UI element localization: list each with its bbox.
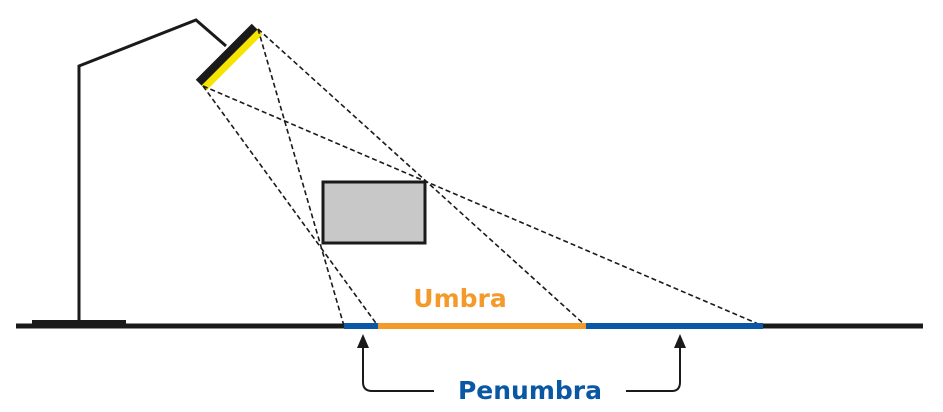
penumbra-label: Penumbra	[458, 376, 602, 405]
umbra-label: Umbra	[413, 284, 506, 313]
ray-top-to-umbra-left	[257, 28, 345, 327]
bracket-right	[626, 344, 681, 392]
arrow-up-icon	[357, 334, 369, 348]
light-source	[195, 23, 263, 91]
ray-bottom-to-umbra-right	[202, 85, 764, 327]
bracket-left	[362, 344, 434, 392]
light-rays	[202, 28, 764, 327]
ray-bottom-to-penumbra-left	[202, 85, 379, 327]
lamp-arm	[77, 18, 227, 322]
arrow-up-icon	[674, 334, 686, 348]
ray-top-to-penumbra-right	[257, 28, 587, 327]
occluding-object	[321, 180, 427, 245]
penumbra-bracket	[362, 344, 681, 392]
lamp-base	[32, 320, 126, 326]
